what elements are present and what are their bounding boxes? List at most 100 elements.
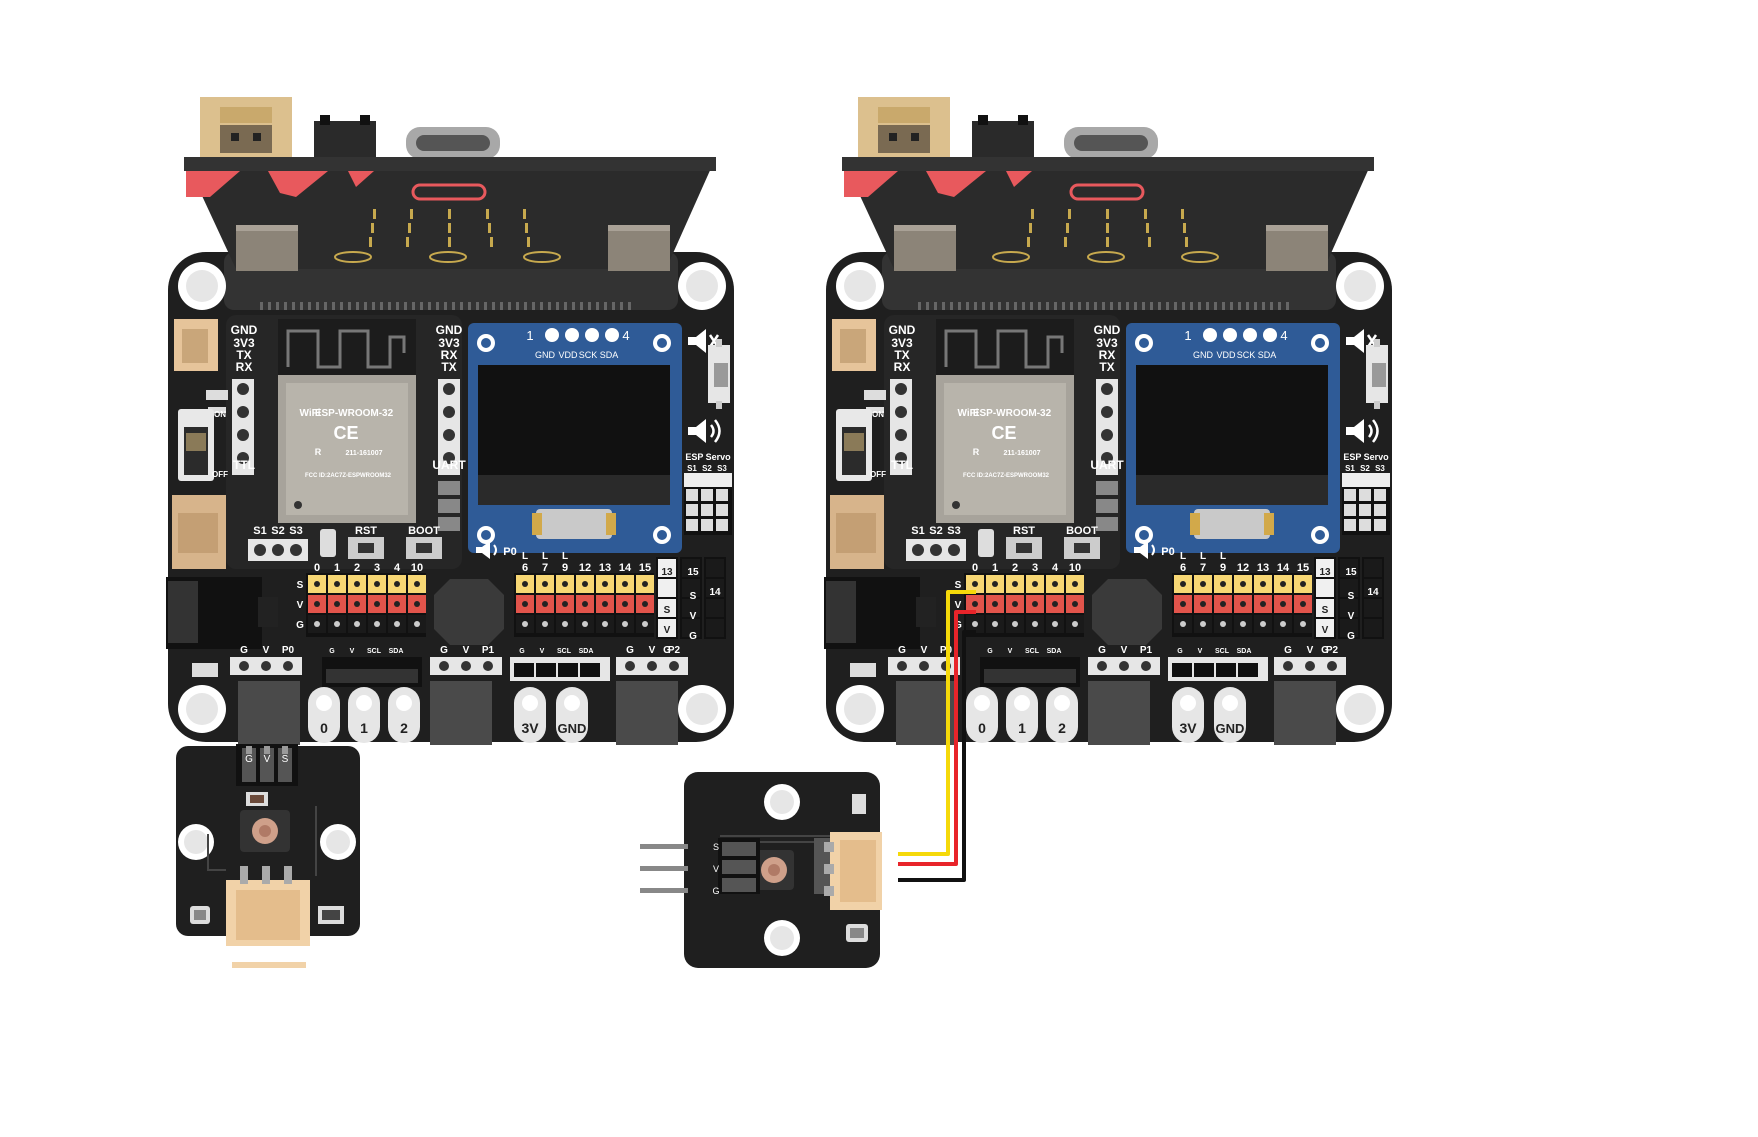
module-pin-label: V: [264, 754, 271, 765]
edge-label: 1: [1018, 720, 1026, 736]
hdr-label: G: [440, 645, 448, 656]
boot-label: BOOT: [1066, 525, 1098, 537]
pin-num: 4: [394, 562, 401, 574]
uart-pin-label: TX: [1099, 360, 1114, 374]
p0-label: P0: [1161, 546, 1174, 558]
p0-label: P0: [503, 546, 516, 558]
hdr-label: G: [1284, 645, 1292, 656]
hdr-label: SCL: [367, 648, 382, 655]
oled-pin-label: GND: [1193, 350, 1214, 360]
ttl-pin-label: GND: [889, 323, 916, 337]
switch-on-label: ON: [214, 410, 226, 419]
uart-pin-label: TX: [441, 360, 456, 374]
r-code: 211-161007: [1004, 450, 1041, 457]
row-label: G: [689, 631, 697, 642]
oled-pin-label: SDA: [1258, 350, 1277, 360]
side-num: 13: [661, 567, 673, 578]
hdr-label: G: [240, 645, 248, 656]
hdr-label: G: [626, 645, 634, 656]
hdr-label: V: [263, 645, 270, 656]
switch-off-label: OFF: [870, 470, 886, 479]
fcc-id: FCC ID:2AC7Z-ESPWROOM32: [305, 473, 392, 479]
r-mark: R: [973, 447, 980, 457]
pin-num: 13: [1257, 562, 1269, 574]
s-label: S3: [289, 525, 302, 537]
pin-num-L: L: [542, 551, 548, 562]
oled-pin-label: VDD: [1216, 350, 1236, 360]
module-pin-label: G: [245, 754, 253, 765]
uart-pin-label: GND: [1094, 323, 1121, 337]
module-pin-label: S: [282, 754, 289, 765]
hdr-label: V: [1121, 645, 1128, 656]
row-label: V: [690, 611, 697, 622]
row-label: S: [955, 580, 962, 591]
s-label: S1: [911, 525, 924, 537]
pin-num: 0: [972, 562, 978, 574]
pin-num: 6: [1180, 562, 1186, 574]
ttl-pin-label: GND: [231, 323, 258, 337]
edge-label: 3V: [521, 720, 539, 736]
mount-hole: [178, 824, 214, 860]
hdr-label: P2: [668, 645, 681, 656]
module-pin-label: V: [713, 864, 719, 874]
row-label: V: [955, 600, 962, 611]
hdr-label: P1: [482, 645, 495, 656]
pin-num: 3: [374, 562, 380, 574]
row-label: V: [1348, 611, 1355, 622]
pin-num: 2: [354, 562, 360, 574]
s-label: S3: [947, 525, 960, 537]
pin-num: 3: [1032, 562, 1038, 574]
servo-pin-label: S3: [717, 464, 727, 473]
oled-num: 1: [526, 328, 533, 343]
pin-num: 1: [992, 562, 998, 574]
pin-num: 2: [1012, 562, 1018, 574]
pin-num: 14: [1277, 562, 1290, 574]
s-label: S1: [253, 525, 266, 537]
r-code: 211-161007: [346, 450, 383, 457]
module-pin-label: S: [713, 842, 719, 852]
side-num: 15: [687, 567, 699, 578]
board-right: GND 3V3 TX RX TTL GND 3V3 RX TX UART ON …: [822, 95, 1394, 747]
hdr-label: V: [1198, 648, 1203, 655]
servo-pin-label: S2: [1360, 464, 1370, 473]
pin-num: 15: [1297, 562, 1309, 574]
uart-pin-label: 3V3: [438, 336, 460, 350]
row-label: G: [1321, 645, 1329, 656]
uart-pin-label: RX: [1099, 348, 1116, 362]
wifi-logo: WiFi: [957, 408, 978, 419]
module-name: ESP-WROOM-32: [315, 408, 394, 419]
side-num: 13: [1319, 567, 1331, 578]
edge-label: 2: [1058, 720, 1066, 736]
hdr-label: SDA: [389, 648, 404, 655]
row-label: S: [1348, 591, 1355, 602]
wire-black: [898, 630, 976, 882]
wire-red: [898, 610, 976, 866]
ttl-pin-label: RX: [894, 360, 911, 374]
pin-num-L: L: [522, 551, 528, 562]
hdr-label: G: [329, 648, 335, 655]
hdr-label: V: [540, 648, 545, 655]
oled-pin-label: SDA: [600, 350, 619, 360]
hdr-label: P2: [1326, 645, 1339, 656]
module-pin-header: G V S: [236, 744, 298, 786]
module-name: ESP-WROOM-32: [973, 408, 1052, 419]
hdr-label: V: [350, 648, 355, 655]
hdr-label: G: [1098, 645, 1106, 656]
row-label: V: [1322, 625, 1329, 636]
servo-pin-label: S3: [1375, 464, 1385, 473]
board-labels: GND 3V3 TX RX TTL GND 3V3 RX TX UART ON …: [212, 323, 731, 736]
servo-pin-label: S1: [1345, 464, 1355, 473]
wifi-logo: WiFi: [299, 408, 320, 419]
edge-label: 1: [360, 720, 368, 736]
hdr-label: V: [463, 645, 470, 656]
hdr-label: SDA: [579, 648, 594, 655]
rgb-led: [240, 810, 290, 852]
pin-num: 9: [1220, 562, 1226, 574]
pin-num: 1: [334, 562, 340, 574]
pin-num: 0: [314, 562, 320, 574]
pin-num: 15: [639, 562, 651, 574]
hdr-label: V: [1008, 648, 1013, 655]
ttl-pin-label: TX: [894, 348, 909, 362]
pin-num: 7: [542, 562, 548, 574]
